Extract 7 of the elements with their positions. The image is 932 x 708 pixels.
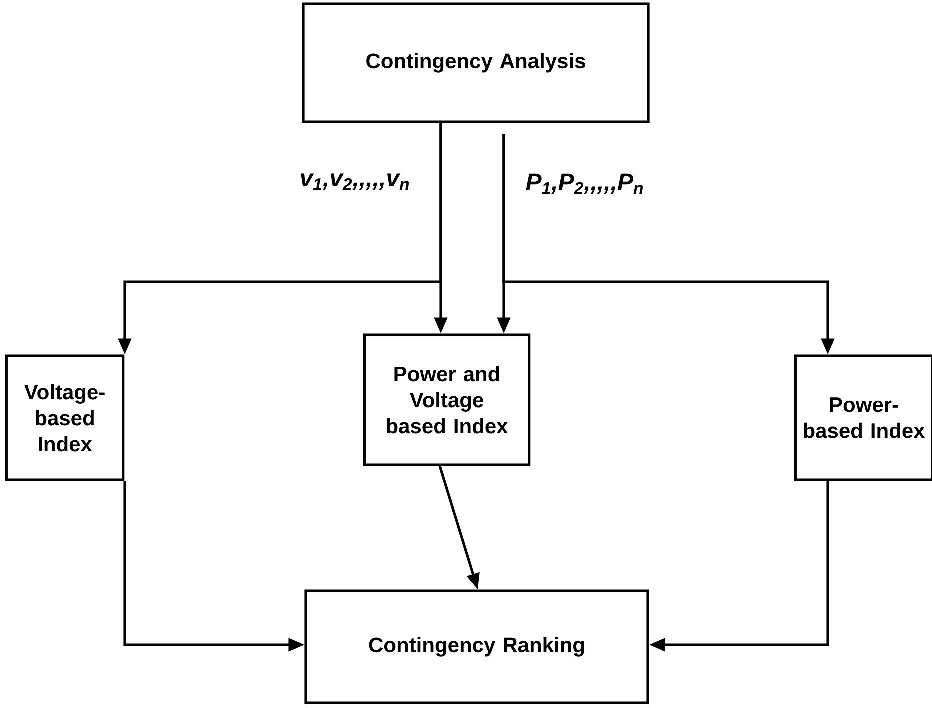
process-box: Contingency Ranking xyxy=(304,590,650,704)
process-box: Voltage-based Index xyxy=(5,354,125,482)
edge-label: P$_{1}$,P$_{2}$,,,,,P$_{n}$ xyxy=(524,172,646,196)
edge-label: v$_{1}$,v$_{2}$,,,,,v$_{n}$ xyxy=(298,172,412,192)
process-box: Power and Voltage based Index xyxy=(363,334,531,466)
process-box: Contingency Analysis xyxy=(302,2,650,124)
process-box: Power-based Index xyxy=(794,354,932,482)
